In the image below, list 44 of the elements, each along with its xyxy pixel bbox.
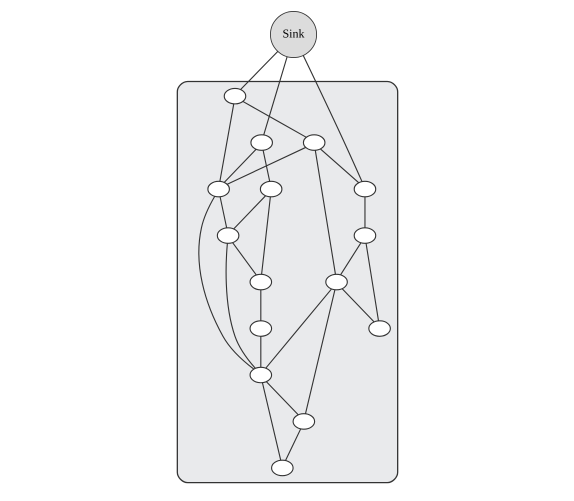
connector (232, 195, 266, 230)
node-circle (353, 180, 376, 198)
connector (198, 196, 254, 370)
connector (266, 381, 298, 415)
connector (284, 428, 301, 461)
connector (218, 104, 234, 182)
connector (302, 55, 362, 182)
node-circle (324, 274, 348, 290)
connector (364, 196, 366, 228)
node-circle (270, 460, 294, 476)
node-circle (249, 274, 272, 290)
connector (261, 382, 281, 460)
node-circle (216, 227, 239, 244)
connector (226, 146, 306, 185)
node-circle (249, 366, 272, 384)
connector (262, 56, 288, 135)
connector (240, 51, 278, 90)
node-circle (292, 413, 315, 430)
node-circle (368, 320, 390, 337)
node-circle: Sink (270, 10, 317, 58)
connector (304, 290, 335, 414)
connector (219, 196, 227, 228)
connector (242, 100, 306, 138)
node-circle (206, 180, 230, 198)
connector (340, 242, 361, 276)
connector (225, 243, 256, 369)
connector (314, 150, 336, 274)
node-circle (223, 88, 246, 104)
connector (262, 150, 270, 182)
connector (264, 288, 332, 368)
connector (260, 336, 261, 368)
connector (365, 243, 379, 321)
cluster (176, 80, 398, 484)
node-circle (259, 180, 282, 198)
node-circle (302, 134, 325, 151)
node-circle (249, 320, 272, 337)
connector (260, 197, 270, 274)
connector (224, 148, 256, 183)
node-circle (353, 227, 376, 244)
node-circle (250, 134, 272, 151)
connector (341, 288, 374, 322)
connector (232, 242, 256, 276)
connector (260, 290, 261, 321)
connector (320, 148, 359, 184)
